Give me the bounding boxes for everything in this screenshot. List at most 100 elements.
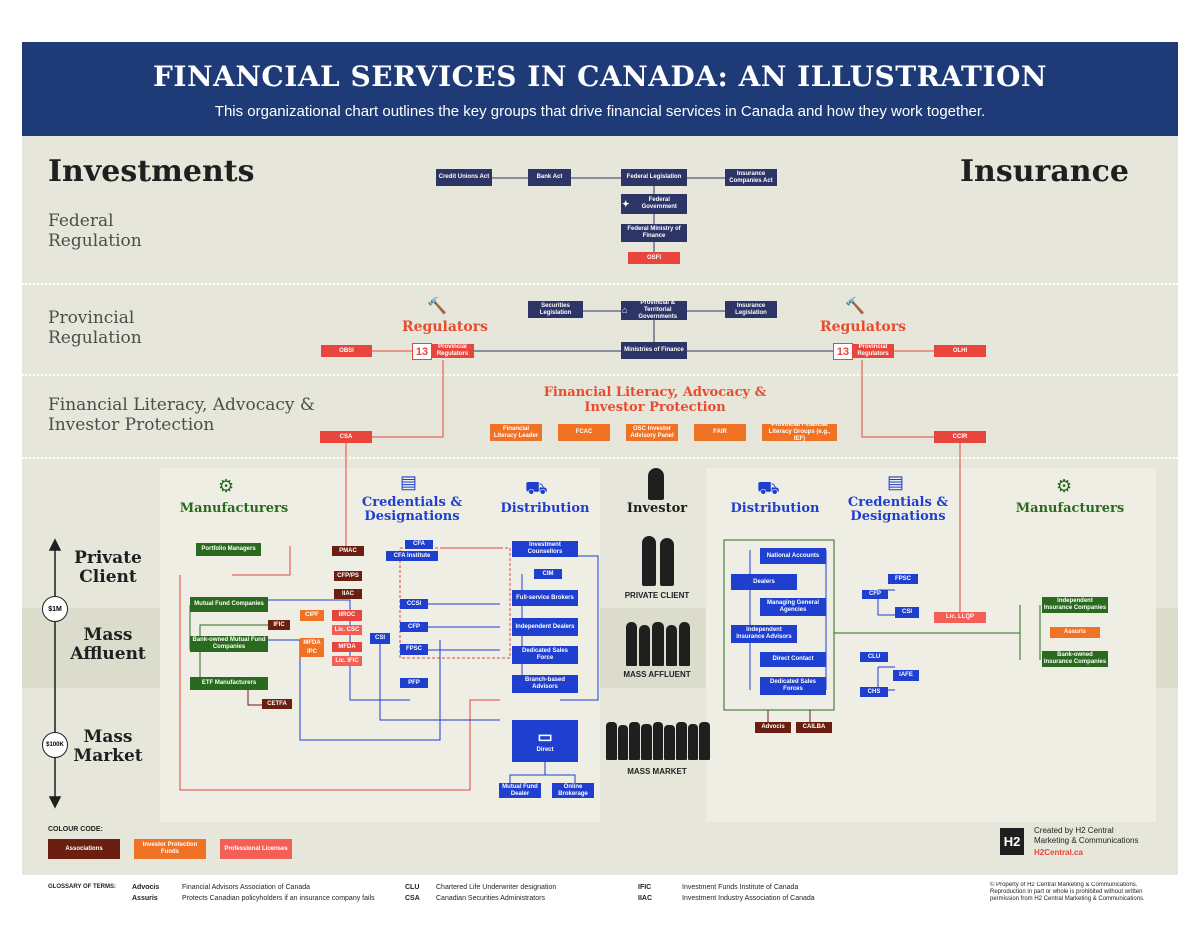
investor-silhouette-icon xyxy=(648,468,664,500)
mass-market-label: MASS MARKET xyxy=(627,767,687,776)
private-client-people-icon xyxy=(636,536,680,586)
divider-provincial xyxy=(22,374,1178,376)
credit-url-link[interactable]: H2Central.ca xyxy=(1034,848,1083,857)
mutual-fund-companies-box: Mutual Fund Companies xyxy=(190,597,268,612)
cfp-right-box: CFP xyxy=(862,590,888,599)
glossary-label: GLOSSARY OF TERMS: xyxy=(48,884,117,890)
manufacturers-right-heading: Manufacturers xyxy=(1015,501,1125,516)
glossary-def-1: Protects Canadian policyholders if an in… xyxy=(182,895,375,902)
full-service-brokers-box: Full-service Brokers xyxy=(512,590,578,606)
page-subtitle: This organizational chart outlines the k… xyxy=(214,103,986,120)
insurance-legislation-box: Insurance Legislation xyxy=(725,301,777,318)
ccsi-box: CCSI xyxy=(400,599,428,609)
direct-label: Direct xyxy=(536,746,554,753)
colour-code-label: COLOUR CODE: xyxy=(48,826,103,833)
certificate-icon-left: ▤ xyxy=(400,472,418,492)
dedicated-sales-force-box: Dedicated Sales Force xyxy=(512,646,578,664)
regulators-right-heading: Regulators xyxy=(820,319,906,335)
etf-manufacturers-box: ETF Manufacturers xyxy=(190,677,268,690)
federal-government-box: ✦ Federal Government xyxy=(621,194,687,214)
ccir-box: CCIR xyxy=(934,431,986,443)
federal-regulation-heading: Federal Regulation xyxy=(48,211,142,251)
copyright-text: © Property of H2 Central Marketing & Com… xyxy=(990,882,1145,902)
mga-box: Managing General Agencies xyxy=(760,598,826,616)
glossary-def-0: Financial Advisors Association of Canada xyxy=(182,884,311,891)
portfolio-managers-box: Portfolio Managers xyxy=(196,543,261,556)
literacy-item-1: FCAC xyxy=(558,424,610,441)
bank-act-box: Bank Act xyxy=(528,169,571,186)
federal-ministry-box: Federal Ministry of Finance xyxy=(621,224,687,242)
insurance-companies-act-box: Insurance Companies Act xyxy=(725,169,777,186)
iiac-box: IIAC xyxy=(334,589,362,599)
investor-heading: Investor xyxy=(626,501,688,516)
glossary-term-3: CSA xyxy=(405,895,420,902)
provincial-regulators-right-box: Provincial Regulators xyxy=(852,344,894,358)
provincial-regulation-heading: Provincial Regulation xyxy=(48,308,142,348)
national-accounts-box: National Accounts xyxy=(760,548,826,564)
provincial-governments-box: ⌂ Provincial & Territorial Governments xyxy=(621,301,687,320)
ministries-of-finance-box: Ministries of Finance xyxy=(621,342,687,359)
literacy-heading: Financial Literacy, Advocacy & Investor … xyxy=(48,395,316,435)
regulators-left-heading: Regulators xyxy=(402,319,488,335)
csi-right-box: CSI xyxy=(895,607,919,618)
literacy-item-4: Provincial Financial Literacy Groups (e.… xyxy=(762,424,837,441)
mfda-ipc-box: MFDA xyxy=(300,638,324,648)
literacy-item-0: Financial Literacy Leader xyxy=(490,424,542,441)
legend-associations: Associations xyxy=(48,839,120,859)
cfa-box: CFA xyxy=(405,540,433,549)
gavel-icon-left: 🔨 xyxy=(427,298,447,315)
glossary-term-2: CLU xyxy=(405,884,420,891)
credentials-left-heading: Credentials & Designations xyxy=(361,495,463,524)
mass-affluent-people-icon xyxy=(626,622,691,666)
legislature-icon: ⌂ xyxy=(622,305,628,315)
glossary-term-1: Assuris xyxy=(132,895,158,902)
dedicated-sales-forces-box: Dedicated Sales Forces xyxy=(760,677,826,695)
direct-contact-box: Direct Contact xyxy=(760,652,826,667)
legend-investor-protection: Investor Protection Funds xyxy=(134,839,206,859)
csa-box: CSA xyxy=(320,431,372,443)
monitor-icon: ▭ xyxy=(537,728,553,746)
regulator-count-right: 13 xyxy=(833,343,853,360)
pmac-box: PMAC xyxy=(332,546,364,556)
osfi-box: OSFI xyxy=(628,252,680,264)
dealers-box: Dealers xyxy=(731,574,797,590)
glossary-def-2: Chartered Life Underwriter designation xyxy=(436,884,557,891)
gears-icon-right: ⚙ xyxy=(1056,476,1073,496)
divider-literacy xyxy=(22,457,1178,459)
cailba-box: CAILBA xyxy=(796,722,832,733)
glossary-term-4: IFIC xyxy=(638,884,652,891)
iiroc-box: IIROC xyxy=(332,610,362,621)
independent-advisors-box: Independent Insurance Advisors xyxy=(731,625,797,643)
iafe-box: IAFE xyxy=(893,670,919,681)
cetfa-box: CETFA xyxy=(262,699,292,709)
ific-box: IFIC xyxy=(268,620,290,630)
mutual-fund-dealer-box: Mutual Fund Dealer xyxy=(499,783,541,798)
investment-counsellors-box: Investment Counsellors xyxy=(512,541,578,557)
ipc-box: IPC xyxy=(300,648,324,657)
distribution-right-heading: Distribution xyxy=(730,501,820,516)
tier-private-client: Private Client xyxy=(74,548,142,587)
securities-legislation-box: Securities Legislation xyxy=(528,301,583,318)
manufacturers-left-heading: Manufacturers xyxy=(179,501,289,516)
private-client-label: PRIVATE CLIENT xyxy=(624,591,690,600)
cfps-box: CFP/PS xyxy=(334,571,362,581)
mass-market-people-icon xyxy=(606,722,711,760)
assuris-box: Assuris xyxy=(1050,627,1100,638)
insurance-heading: Insurance xyxy=(960,154,1129,189)
cfp-box: CFP xyxy=(400,622,428,632)
tier-mass-market: Mass Market xyxy=(73,727,143,766)
insurance-section-panel xyxy=(706,468,1156,822)
credit-unions-act-box: Credit Unions Act xyxy=(436,169,492,186)
advocis-box: Advocis xyxy=(755,722,791,733)
federal-legislation-box: Federal Legislation xyxy=(621,169,687,186)
gavel-icon-right: 🔨 xyxy=(845,298,865,315)
bank-owned-mutual-fund-box: Bank-owned Mutual Fund Companies xyxy=(190,636,268,652)
obsi-box: OBSI xyxy=(321,345,372,357)
cfa-institute-box: CFA Institute xyxy=(386,551,438,561)
divider-federal xyxy=(22,283,1178,285)
independent-insurance-companies-box: Independent Insurance Companies xyxy=(1042,597,1108,613)
independent-dealers-box: Independent Dealers xyxy=(512,618,578,636)
csi-box: CSI xyxy=(370,633,390,644)
scale-marker-1m: $1M xyxy=(42,596,68,622)
